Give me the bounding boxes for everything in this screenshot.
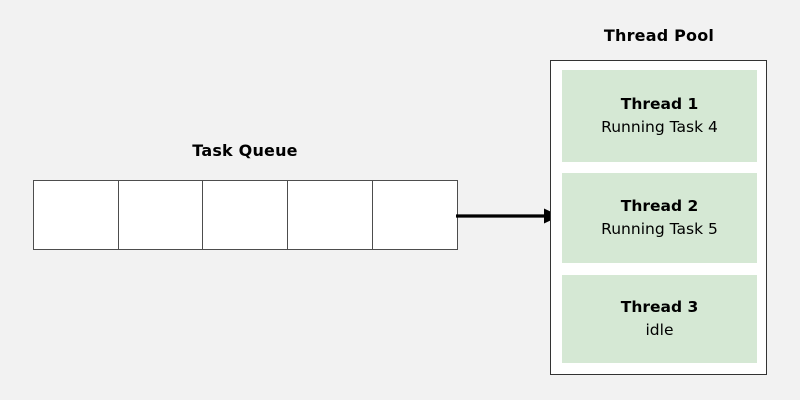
task-queue	[33, 180, 459, 250]
task-queue-title: Task Queue	[192, 141, 298, 160]
arrow-right-icon	[456, 208, 560, 224]
thread-status: Running Task 4	[601, 117, 718, 136]
thread-pool-title: Thread Pool	[603, 26, 715, 45]
task-queue-cell[interactable]	[117, 180, 204, 250]
thread-card[interactable]: Thread 2 Running Task 5	[562, 173, 757, 263]
task-queue-cell[interactable]	[202, 180, 289, 250]
thread-status: Running Task 5	[601, 219, 718, 238]
thread-name: Thread 3	[620, 298, 699, 317]
task-queue-cell[interactable]	[371, 180, 459, 250]
thread-card[interactable]: Thread 3 idle	[562, 275, 757, 363]
thread-card[interactable]: Thread 1 Running Task 4	[562, 70, 757, 162]
thread-name: Thread 2	[620, 197, 699, 216]
task-queue-cell[interactable]	[287, 180, 374, 250]
thread-name: Thread 1	[620, 95, 699, 114]
thread-status: idle	[645, 320, 674, 339]
task-queue-cell[interactable]	[33, 180, 120, 250]
